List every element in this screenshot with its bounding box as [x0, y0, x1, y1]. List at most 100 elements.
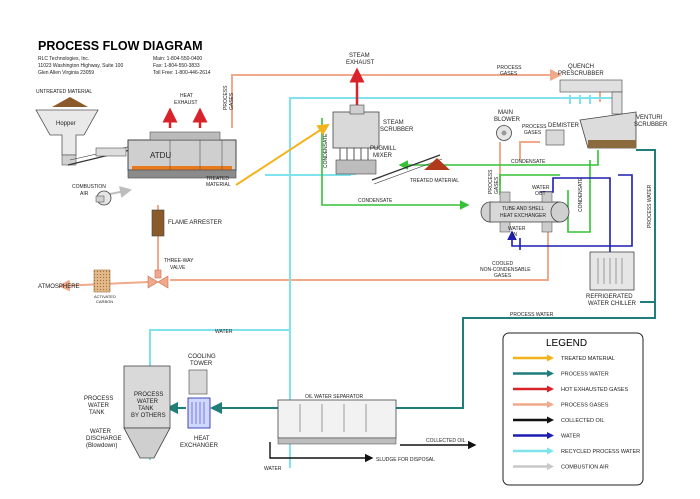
main-blower — [496, 125, 512, 141]
hopper — [35, 97, 133, 166]
legend-title: LEGEND — [546, 338, 587, 349]
process-gases-d-v2: GASES — [494, 176, 500, 194]
legend-label: RECYCLED PROCESS WATER — [561, 449, 640, 455]
steam-scrubber — [332, 104, 380, 175]
quench-label-1: QUENCH — [568, 64, 594, 70]
legend-label: COMBUSTION AIR — [561, 465, 609, 471]
main-blower-label-2: BLOWER — [494, 117, 521, 123]
quench-prescrubber — [559, 79, 623, 115]
cooled-gases-label-2: NON-CONDENSABLE — [480, 267, 531, 273]
demister-label: DEMISTER — [548, 123, 580, 129]
process-water-tank-label-3: TANK — [89, 410, 105, 416]
contact-main: Main: 1-804-550-0400 — [153, 56, 202, 62]
cooling-tower-label-2: TOWER — [190, 361, 213, 367]
water-out-label-2: OUT — [535, 191, 546, 197]
legend-label: PROCESS GASES — [561, 403, 609, 409]
activated-carbon-label-1: ACTIVATED — [94, 294, 116, 299]
water-in-label-1: WATER — [508, 226, 526, 232]
legend-arrowhead — [547, 447, 554, 455]
water-out-label-1: WATER — [532, 185, 550, 191]
legend-label: COLLECTED OIL — [561, 418, 604, 424]
water-discharge-label-2: DISCHARGE — [86, 436, 122, 442]
company-line-1: RLC Technologies, Inc. — [38, 56, 89, 62]
contact-fax: Fax: 1-804-550-3833 — [153, 63, 200, 69]
pugmill-conveyor — [371, 154, 450, 185]
company-line-2: 11023 Washington Highway, Suite 100 — [38, 63, 123, 69]
company-line-3: Glen Allen Virginia 23059 — [38, 70, 94, 76]
process-water-lines — [166, 149, 656, 414]
venturi-label-2: SCRUBBER — [634, 122, 668, 128]
steam-exhaust-label-2: EXHAUST — [346, 60, 375, 66]
steam-scrubber-label-2: SCRUBBER — [380, 127, 414, 133]
chiller-label-2: WATER CHILLER — [588, 301, 637, 307]
water-discharge-label-3: (Blowdown) — [86, 443, 117, 449]
legend-label: HOT EXHAUSTED GASES — [561, 387, 628, 393]
header: PROCESS FLOW DIAGRAM RLC Technologies, I… — [38, 39, 211, 76]
flame-arrester — [151, 205, 165, 272]
process-water-tank-label-1: PROCESS — [84, 396, 113, 402]
heat-exchanger-label-1: TUBE AND SHELL — [502, 206, 544, 212]
cooling-tower — [188, 369, 208, 395]
legend-items: TREATED MATERIAL PROCESS WATER HOT EXHAUST… — [513, 354, 640, 471]
pugmill-label-1: PUGMILL — [370, 146, 397, 152]
untreated-material-label: UNTREATED MATERIAL — [36, 89, 92, 95]
legend-arrowhead — [547, 385, 554, 393]
water-discharge-label-1: WATER — [90, 429, 112, 435]
three-way-valve — [147, 269, 169, 289]
combustion-blower — [95, 190, 112, 206]
process-water-tank-label-2: WATER — [88, 403, 110, 409]
main-blower-label-1: MAIN — [498, 110, 513, 116]
activated-carbon — [93, 269, 111, 293]
process-gases-top-1: PROCESS — [497, 65, 522, 71]
water-in-label-2: IN — [512, 232, 517, 238]
legend-arrowhead — [547, 416, 554, 424]
activated-carbon-label-2: CARBON — [96, 299, 113, 304]
legend: LEGEND TREATED MATERIAL PROCESS WATER HOT … — [502, 332, 644, 486]
cooled-gases-label-1: COOLED — [492, 261, 514, 267]
process-water-label-h: PROCESS WATER — [510, 312, 554, 318]
legend-arrowhead — [547, 463, 554, 470]
demister — [545, 129, 565, 146]
legend-label: WATER — [561, 434, 580, 440]
heat-exchanger-2-label-1: HEAT — [194, 436, 210, 442]
heat-exchanger-label-2: HEAT EXCHANGER — [500, 213, 546, 219]
oil-water-separator-label: OIL WATER SEPARATOR — [305, 394, 364, 400]
steam-exhaust-label-1: STEAM — [349, 53, 370, 59]
venturi-label-1: VENTURI — [636, 115, 663, 121]
process-gases-v-1: PROCESS — [223, 85, 229, 110]
collected-oil-label: COLLECTED OIL — [426, 438, 466, 444]
treated-material-lines — [235, 123, 330, 186]
tank-inner-2: WATER — [137, 399, 159, 405]
water-label-mid: WATER — [215, 329, 233, 335]
pugmill-label-2: MIXER — [373, 153, 393, 159]
hopper-label: Hopper — [56, 121, 76, 127]
three-way-valve-label-2: VALVE — [170, 265, 186, 271]
heat-exchanger-lower — [187, 397, 211, 429]
water-label-bottom: WATER — [264, 466, 282, 472]
process-gases-lines — [58, 69, 601, 292]
treated-material-label-2: MATERIAL — [206, 182, 231, 188]
cooling-tower-label-1: COOLING — [188, 354, 216, 360]
legend-label: TREATED MATERIAL — [561, 356, 615, 362]
cooled-gases-label-3: GASES — [494, 273, 512, 279]
quench-label-2: PRESCRUBBER — [558, 71, 604, 77]
chiller-label-1: REFRIGERATED — [586, 294, 633, 300]
combustion-air-label-2: AIR — [80, 191, 89, 197]
process-gases-top-2: GASES — [500, 71, 518, 77]
venturi-scrubber — [579, 111, 637, 149]
treated-material-2-label: TREATED MATERIAL — [410, 178, 459, 184]
tank-inner-4: BY OTHERS — [131, 413, 166, 419]
condensate-label-v2: CONDENSATE — [578, 177, 584, 212]
atmosphere-label: ATMOSPHERE — [38, 284, 80, 290]
condensate-label-v: CONDENSATE — [323, 133, 329, 168]
legend-label: PROCESS WATER — [561, 372, 609, 378]
legend-arrowhead — [547, 354, 554, 362]
legend-arrowhead — [547, 370, 554, 377]
condensate-label-h: CONDENSATE — [358, 198, 393, 204]
atdu-label: ATDU — [150, 151, 171, 160]
heat-exhaust-label-2: EXHAUST — [174, 100, 198, 106]
heat-exhaust-label-1: HEAT — [180, 93, 193, 99]
process-gases-d-1: PROCESS — [522, 124, 547, 130]
